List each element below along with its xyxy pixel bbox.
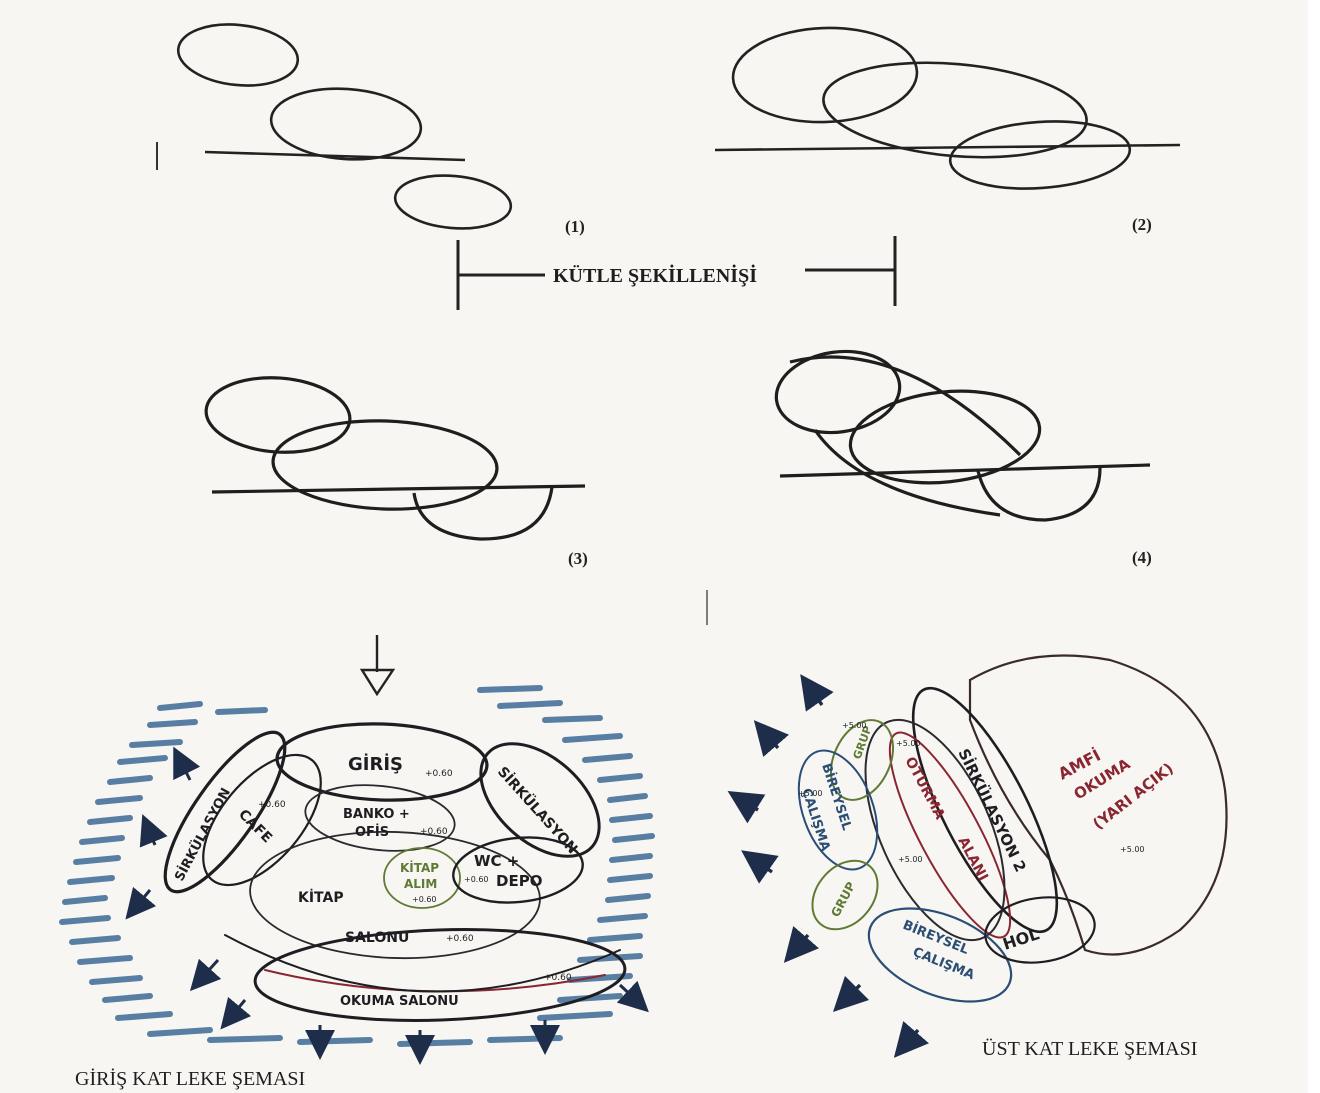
level-giris: +0.60 [425,769,453,779]
level-kitap-salonu: +0.60 [446,934,474,944]
label-sirkulasyon-right: SİRKÜLASYON [494,763,582,858]
label-okuma-salonu: OKUMA SALONU [340,994,459,1009]
bubble-banko [304,784,456,852]
mass-sketch-3 [204,376,586,541]
label-kitap-alim-1: KİTAP [400,860,439,875]
label-grup-low: GRUP [828,879,858,919]
bubble-kitap-alim [383,847,461,909]
arrow-icon [753,720,789,757]
bubble-sirkulasyon-left [163,730,287,894]
arrow-icon [173,746,201,781]
upper-floor-bubbles [797,654,1228,1003]
arrow-icon [832,975,870,1013]
arrow-icon [800,674,834,712]
page-edge [1308,0,1320,1093]
upper-floor-caption: ÜST KAT LEKE ŞEMASI [982,1037,1197,1060]
step-label-2: (2) [1132,215,1152,234]
ground-floor-bubbles [163,722,627,1022]
arrow-icon [220,996,252,1030]
arrow-icon [139,814,168,848]
bubble-grup-low [811,859,879,931]
bubble-amfi [968,654,1228,956]
arrow-icon [727,790,766,824]
bubble-wc [452,836,584,904]
title-bracket [456,236,897,310]
level-okuma-salonu: +0.60 [544,973,572,983]
label-kitap-salonu-2: SALONU [345,930,409,946]
bubble-bireysel-bottom [867,907,1013,1003]
bubble-bireysel-left [797,749,879,871]
level-bireysel-left: +5.00 [798,789,823,798]
bubble-sirkulasyon-right [479,742,601,858]
label-giris: GİRİŞ [348,753,403,775]
blue-hatch-surround [59,685,655,1047]
bubble-sirkulasyon2 [911,686,1059,934]
bubble-grup-top [830,719,894,801]
bubble-cafe [202,753,322,887]
level-cafe: +0.60 [258,800,286,810]
bubble-central [864,718,1006,942]
upper-floor-arrows [727,674,929,1058]
ground-floor-arrows [125,746,649,1065]
label-kitap-salonu-1: KİTAP [298,889,344,906]
bubble-kitap-salonu [249,830,541,960]
level-kitap-alim: +0.60 [412,895,437,904]
mass-sketch-4 [774,349,1151,522]
section-title: KÜTLE ŞEKİLLENİŞİ [553,263,757,287]
arrow-icon [893,1021,929,1058]
step-label-4: (4) [1132,548,1152,567]
label-oturma-2: ALANI [954,834,990,883]
label-wc-1: WC + [474,852,519,870]
level-banko: +0.60 [420,827,448,837]
label-kitap-alim-2: ALIM [404,877,437,891]
label-wc-2: DEPO [496,872,542,890]
label-hol: HOL [1000,924,1041,954]
ground-floor-caption: GİRİŞ KAT LEKE ŞEMASI [75,1067,305,1090]
level-top: +5.00 [896,739,921,748]
bubble-oturma-alani [888,731,1012,939]
outer-curve [224,934,621,993]
label-banko-1: BANKO + [343,807,410,822]
bubble-hol [984,896,1096,964]
label-banko-2: OFİS [355,824,389,840]
arrow-icon [741,850,779,884]
arrow-icon [616,980,649,1013]
entrance-arrow-icon [359,635,396,697]
mass-sketch-2 [714,26,1181,190]
arrow-icon [783,926,819,963]
step-label-3: (3) [568,549,588,568]
arrow-icon [125,886,157,920]
level-grup-top: +5.00 [842,721,867,730]
arrow-icon [189,958,222,992]
level-wc: +0.60 [464,875,489,884]
mass-sketch-1 [176,23,513,230]
step-label-1: (1) [565,217,585,236]
level-amfi: +5.00 [1120,845,1145,854]
bubble-okuma-salonu [253,928,627,1022]
level-oturma: +5.00 [898,855,923,864]
label-sirkulasyon-left: SİRKÜLASYON [171,785,234,884]
